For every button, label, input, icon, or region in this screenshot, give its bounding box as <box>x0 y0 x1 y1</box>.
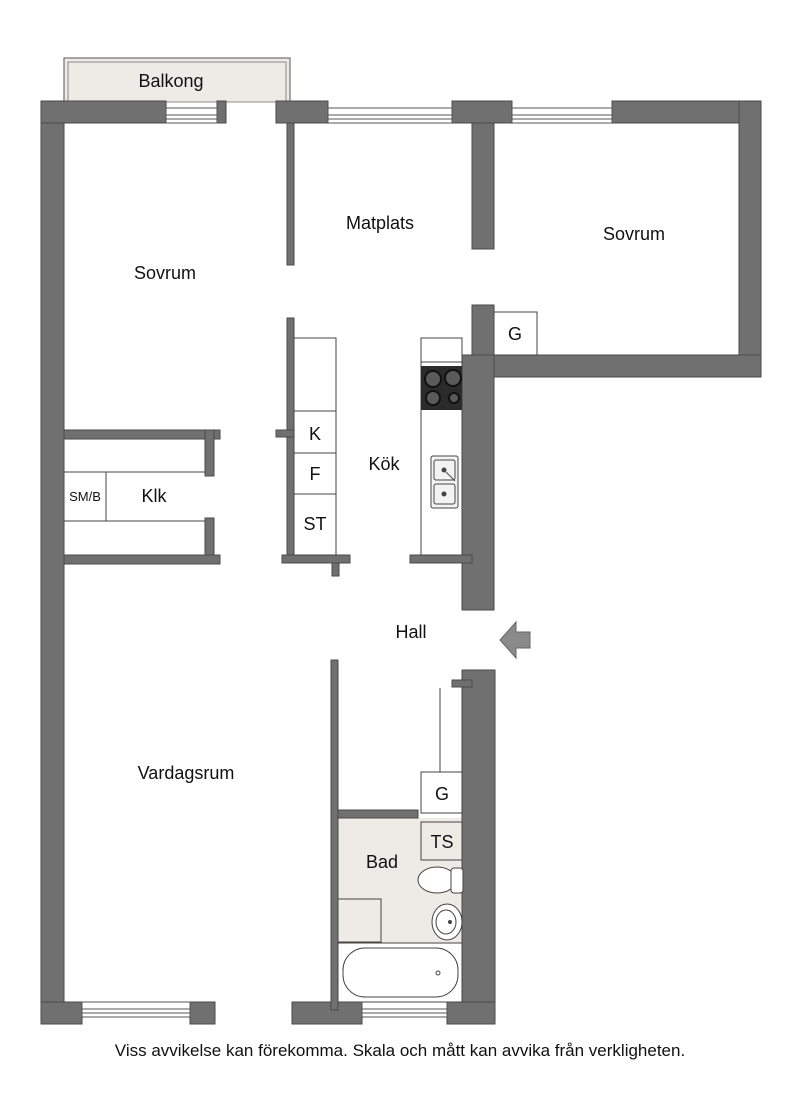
sovrum-left-label: Sovrum <box>134 263 196 283</box>
f-label: F <box>310 464 321 484</box>
disclaimer-text: Viss avvikelse kan förekomma. Skala och … <box>114 1041 686 1060</box>
st-label: ST <box>303 514 326 534</box>
washbasin-icon <box>431 903 463 941</box>
vardagsrum-label: Vardagsrum <box>138 763 235 783</box>
smb-label: SM/B <box>69 489 101 504</box>
ts-label: TS <box>430 832 453 852</box>
bathtub-icon <box>337 942 463 1003</box>
k-label: K <box>309 424 321 444</box>
g-hall-label: G <box>435 784 449 804</box>
fixture-outlines <box>64 311 538 943</box>
klk-label: Klk <box>141 486 167 506</box>
balkong-label: Balkong <box>138 71 203 91</box>
windows <box>81 107 613 1018</box>
stove-icon <box>421 366 462 410</box>
g-top-label: G <box>508 324 522 344</box>
sink-icon <box>430 455 459 509</box>
entrance-arrow-icon <box>499 620 531 660</box>
hall-label: Hall <box>395 622 426 642</box>
matplats-label: Matplats <box>346 213 414 233</box>
balcony <box>63 57 291 103</box>
kok-label: Kök <box>368 454 400 474</box>
walls <box>40 100 762 1025</box>
bad-label: Bad <box>366 852 398 872</box>
toilet-icon <box>417 866 464 894</box>
sovrum-right-label: Sovrum <box>603 224 665 244</box>
